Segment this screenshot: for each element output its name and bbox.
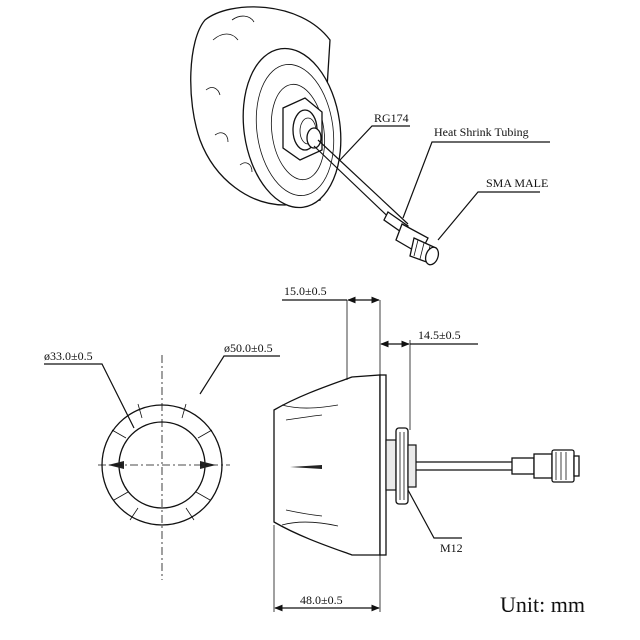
front-view xyxy=(44,355,280,580)
unit-label: Unit: mm xyxy=(500,592,585,617)
diameter-50-label: ø50.0±0.5 xyxy=(224,341,273,355)
side-view xyxy=(273,296,580,612)
heat-shrink-label: Heat Shrink Tubing xyxy=(434,125,529,139)
dimension-14-5-label: 14.5±0.5 xyxy=(418,328,461,342)
cable-label: RG174 xyxy=(374,111,409,125)
isometric-view xyxy=(190,6,550,266)
dimension-48-label: 48.0±0.5 xyxy=(300,593,343,607)
diameter-33-label: ø33.0±0.5 xyxy=(44,349,93,363)
thread-m12-label: M12 xyxy=(440,541,463,555)
sma-iso-icon xyxy=(395,223,440,266)
dimension-15-label: 15.0±0.5 xyxy=(284,284,327,298)
sma-male-label: SMA MALE xyxy=(486,176,548,190)
